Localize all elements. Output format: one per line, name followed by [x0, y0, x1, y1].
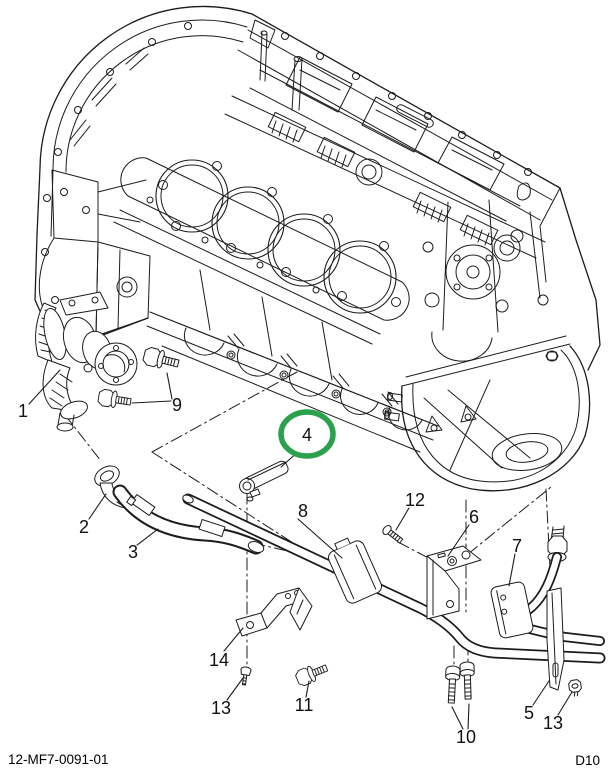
callout-8[interactable]: 8	[297, 501, 309, 521]
part-8-clamp-drawing	[327, 537, 383, 604]
part-1-pump-drawing	[35, 291, 138, 432]
callout-12[interactable]: 12	[404, 490, 426, 510]
callout-13[interactable]: 13	[210, 698, 232, 718]
callout-4-highlighted[interactable]: 4	[301, 425, 313, 445]
callout-7[interactable]: 7	[511, 536, 523, 556]
callout-2[interactable]: 2	[78, 517, 90, 537]
callout-9[interactable]: 9	[171, 395, 183, 415]
callout-14[interactable]: 14	[208, 650, 230, 670]
part-14-bracket-drawing	[235, 587, 313, 637]
part-4-plate-drawing	[239, 460, 289, 502]
highlight-ellipse	[278, 409, 336, 459]
drawing-number: 12-MF7-0091-01	[8, 752, 109, 767]
page-code: D10	[575, 753, 600, 768]
part-12-screw-drawing	[382, 525, 404, 544]
callout-6[interactable]: 6	[468, 507, 480, 527]
part-10-bolts-drawing	[445, 661, 475, 704]
callout-5[interactable]: 5	[523, 703, 535, 723]
part-13-screw-left-drawing	[240, 666, 252, 686]
part-5-strap-drawing	[546, 587, 565, 691]
callout-13[interactable]: 13	[542, 713, 564, 733]
part-11-bolt-drawing	[295, 664, 329, 686]
part-9-bolts-drawing	[97, 347, 180, 408]
engine-block-drawing	[34, 5, 601, 492]
callout-3[interactable]: 3	[127, 542, 139, 562]
callout-1[interactable]: 1	[17, 401, 29, 421]
part-13-nut-right-drawing	[568, 679, 582, 697]
callout-10[interactable]: 10	[455, 727, 477, 747]
part-3-hose-drawing	[112, 484, 265, 555]
leader-lines	[28, 369, 573, 730]
callout-11[interactable]: 11	[294, 695, 314, 715]
part-6-bracket-drawing	[426, 545, 482, 620]
